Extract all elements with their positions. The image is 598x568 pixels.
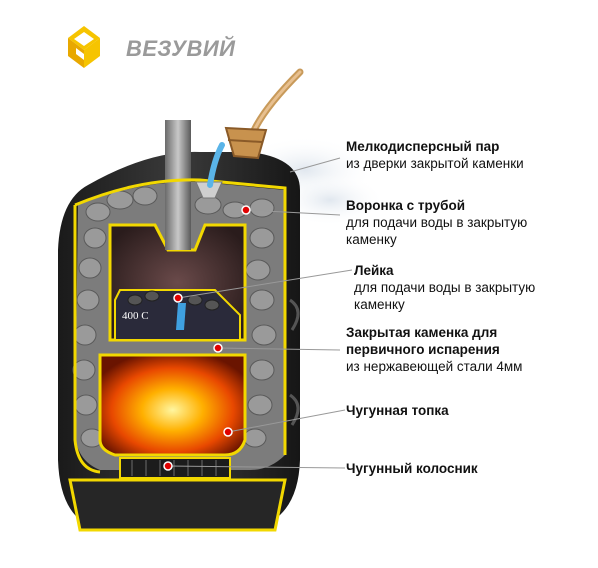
stone (73, 324, 97, 346)
callout-marker (173, 293, 183, 303)
grate-bars (131, 460, 217, 476)
callout-desc: для подачи воды в закрытую каменку (346, 215, 528, 247)
stove-base (68, 478, 287, 532)
callout-desc: из нержавеющей стали 4мм (346, 359, 523, 374)
leader-line (227, 409, 346, 433)
leader-line (177, 269, 353, 299)
heater-stones (127, 290, 220, 311)
callout-funnel-pipe: Воронка с трубой для подачи воды в закры… (346, 197, 546, 248)
shell-band (289, 393, 300, 426)
callout-fine-steam: Мелкодисперсный пар из дверки закрытой к… (346, 138, 566, 172)
leader-line (245, 209, 341, 216)
callout-desc: из дверки закрытой каменки (346, 156, 524, 171)
stone (132, 186, 158, 206)
cutaway-outline (73, 205, 101, 474)
stone (249, 289, 275, 311)
stone (243, 428, 267, 448)
ladle-icon (224, 68, 304, 160)
callout-closed-heater: Закрытая каменка для первичного испарени… (346, 324, 566, 375)
shell-band (289, 298, 300, 331)
stone (85, 202, 111, 222)
leader-line (289, 157, 341, 173)
stone (251, 324, 277, 346)
stone (144, 290, 160, 302)
water-pour (207, 142, 225, 188)
callout-marker (213, 343, 223, 353)
stones (72, 186, 277, 448)
chimney-pipe (165, 120, 191, 250)
cutaway-outline (74, 178, 287, 455)
brand-logo: ВЕЗУВИЙ (62, 24, 236, 74)
callout-leaders (167, 157, 353, 469)
leader-line (217, 347, 341, 351)
callout-desc: для подачи воды в закрытую каменку (354, 280, 536, 312)
stone (204, 299, 220, 311)
stone (83, 227, 107, 249)
firebox (98, 353, 247, 457)
temperature-label: 400 C (122, 310, 149, 322)
callout-title: Чугунная топка (346, 403, 449, 418)
callout-title: Чугунный колосник (346, 461, 478, 476)
water-jet (176, 303, 186, 330)
callout-title: Закрытая каменка для первичного испарени… (346, 325, 500, 357)
callout-title: Мелкодисперсный пар (346, 139, 500, 154)
stone (72, 359, 96, 381)
callout-title: Лейка (354, 263, 394, 278)
stone (194, 195, 222, 215)
callout-marker (241, 205, 251, 215)
callout-markers (163, 205, 251, 471)
stone (78, 257, 102, 279)
leader-line (167, 465, 346, 469)
callout-title: Воронка с трубой (346, 198, 465, 213)
stone (249, 359, 275, 381)
callout-watering-can: Лейка для подачи воды в закрытую каменку (354, 262, 544, 313)
stone (127, 294, 143, 306)
callout-marker (163, 461, 173, 471)
stone (249, 198, 275, 218)
callout-cast-iron-grate: Чугунный колосник (346, 460, 546, 477)
stone (245, 259, 271, 281)
stone (249, 227, 275, 249)
callout-marker (223, 427, 233, 437)
brand-mark-icon (68, 26, 100, 68)
stone (74, 394, 98, 416)
callout-cast-iron-firebox: Чугунная топка (346, 402, 546, 419)
brand-name: ВЕЗУВИЙ (126, 36, 236, 61)
stone (76, 289, 100, 311)
stone (247, 394, 273, 416)
